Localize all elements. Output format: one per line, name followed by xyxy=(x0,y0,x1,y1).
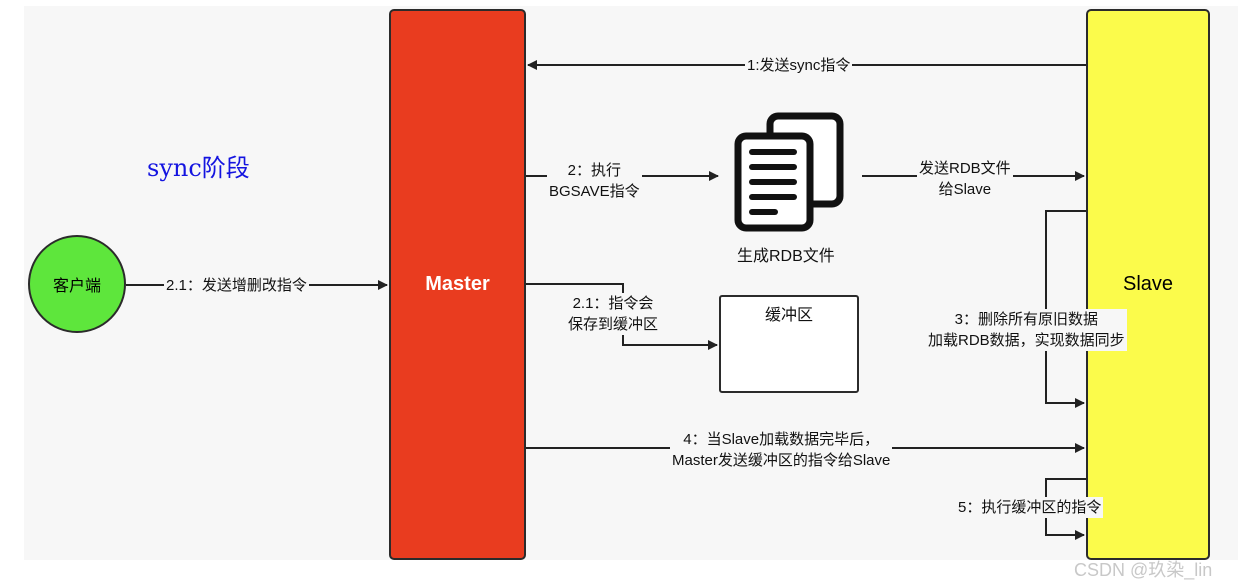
arrow-step3 xyxy=(1045,210,1086,408)
diagram-title: sync阶段 xyxy=(147,154,250,182)
buffer-label: 缓冲区 xyxy=(764,307,813,324)
rdb-file-label: 生成RDB文件 xyxy=(737,248,835,265)
step4-label-line2: Master发送缓冲区的指令给Slave xyxy=(672,452,891,469)
step3-label-line2: 加载RDB数据，实现数据同步 xyxy=(928,332,1125,349)
step4-label: 4：当Slave加载数据完毕后， Master发送缓冲区的指令给Slave xyxy=(670,429,893,471)
buffer-arrow-label-line1: 2.1：指令会 xyxy=(572,295,654,312)
step4-label-line1: 4：当Slave加载数据完毕后， xyxy=(683,431,880,448)
buffer-arrow-label: 2.1：指令会 保存到缓冲区 xyxy=(566,293,661,335)
step1-label: 1:发送sync指令 xyxy=(745,55,853,76)
step3-label: 3：删除所有原旧数据 加载RDB数据，实现数据同步 xyxy=(926,309,1127,351)
step2-label-line1: 2：执行 xyxy=(567,162,621,179)
client-write-label: 2.1：发送增删改指令 xyxy=(164,275,309,296)
slave-label: Slave xyxy=(1122,273,1174,295)
step3-label-line1: 3：删除所有原旧数据 xyxy=(954,311,1098,328)
client-label: 客户端 xyxy=(52,278,101,295)
client-node: 客户端 xyxy=(28,235,126,333)
send-rdb-label-line2: 给Slave xyxy=(938,181,992,198)
step2-label: 2：执行 BGSAVE指令 xyxy=(547,160,642,202)
document-stack-icon xyxy=(734,112,844,232)
buffer-arrow-label-line2: 保存到缓冲区 xyxy=(568,316,659,333)
slave-node: Slave xyxy=(1086,9,1210,560)
master-label: Master xyxy=(425,273,490,295)
send-rdb-label: 发送RDB文件 给Slave xyxy=(917,158,1013,200)
step2-label-line2: BGSAVE指令 xyxy=(549,183,640,200)
buffer-node: 缓冲区 xyxy=(719,295,859,393)
master-node: Master xyxy=(389,9,526,560)
step5-label: 5：执行缓冲区的指令 xyxy=(956,497,1104,518)
watermark: CSDN @玖染_lin xyxy=(1074,560,1213,580)
send-rdb-label-line1: 发送RDB文件 xyxy=(919,160,1011,177)
